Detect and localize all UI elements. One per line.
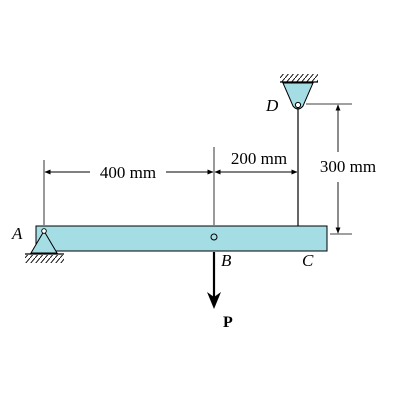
load-arrowhead [207,292,221,309]
dim-ab-label: 400 mm [100,163,156,182]
support-a-triangle [30,230,58,254]
bracket-d [282,82,314,110]
label-c: C [302,251,314,270]
ceiling-hatch [280,74,318,82]
label-b: B [221,251,232,270]
dim-bc-label: 200 mm [231,149,287,168]
label-a: A [11,224,23,243]
pin-b [210,233,218,241]
label-p: P [223,314,233,331]
pin-a [41,228,47,234]
beam-abc [35,225,328,252]
dim-dc-label: 300 mm [320,157,376,176]
pin-support-a [25,228,64,263]
pin-support-d [280,74,318,110]
label-d: D [265,96,279,115]
ground-hatch-a [25,255,64,263]
pin-d [294,101,302,109]
